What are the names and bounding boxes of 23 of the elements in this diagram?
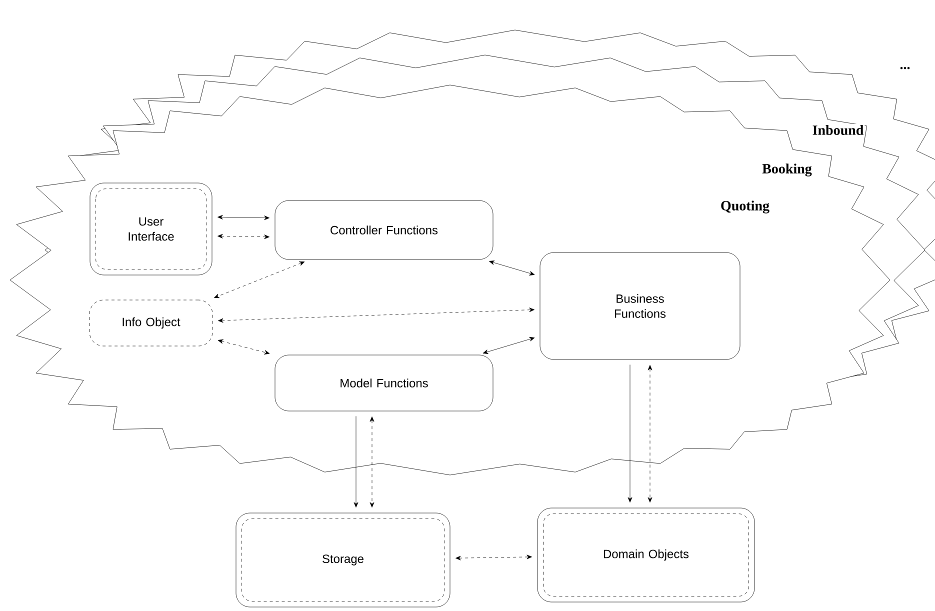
process-box: Model Functions: [274, 354, 494, 412]
arrow: [456, 554, 532, 560]
arrow: [482, 336, 535, 354]
process-box: User Interface: [90, 182, 212, 276]
arrow: [218, 339, 270, 354]
process-box: Domain Objects: [537, 508, 755, 602]
process-box: Business Functions: [540, 252, 740, 360]
cloud-label: Booking: [761, 162, 813, 178]
cloud-label: Quoting: [720, 200, 770, 214]
process-box: Info Object: [89, 300, 213, 346]
process-box: Storage: [236, 512, 450, 608]
arrow: [370, 416, 374, 508]
process-box: Controller Functions: [274, 200, 494, 260]
arrow: [214, 261, 305, 298]
arrow: [218, 308, 534, 323]
arrow: [648, 365, 652, 502]
arrow: [489, 260, 535, 276]
arrow: [218, 234, 270, 240]
cloud-label: Inbound: [811, 124, 865, 136]
arrow: [354, 416, 358, 508]
arrow: [218, 214, 270, 220]
arrow: [628, 364, 632, 502]
cloud-label: ...: [898, 66, 912, 70]
